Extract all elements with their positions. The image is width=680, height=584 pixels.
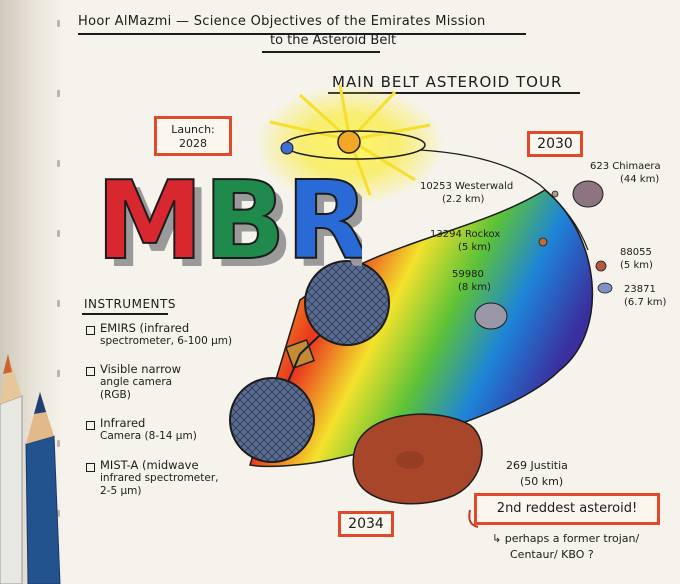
spacecraft-arm: [299, 334, 321, 355]
asteroid-westerwald: [551, 190, 559, 198]
instrument-line: EMIRS (infrared: [100, 321, 190, 335]
asteroid-name: 23871: [624, 284, 656, 295]
asteroid-label-chimaera: 623 Chimaera (44 km): [590, 160, 661, 186]
year-2034-box: 2034: [338, 511, 394, 537]
asteroid-size: (8 km): [458, 282, 491, 293]
asteroid-size: (44 km): [620, 174, 660, 185]
asteroid-size: (5 km): [620, 260, 653, 271]
justitia-note: ↳ perhaps a former trojan/ Centaur/ KBO …: [492, 531, 639, 563]
subtitle-underline: [262, 51, 380, 53]
reddest-asteroid-box: 2nd reddest asteroid!: [474, 493, 660, 525]
instrument-line: spectrometer, 6-100 μm): [100, 335, 233, 347]
logo-text: MBR: [96, 159, 362, 278]
asteroid-name: 88055: [620, 247, 652, 258]
asteroid-name: 13294 Rockox: [430, 229, 501, 240]
solar-panel-lower: [229, 377, 315, 463]
white-pencil-body: [0, 395, 23, 584]
checkbox-icon: [86, 421, 95, 430]
instrument-line: MIST-A (midwave: [100, 458, 199, 472]
year-2030-box: 2030: [527, 131, 583, 157]
binding-stitch: [57, 230, 60, 237]
asteroid-label-westerwald: 10253 Westerwald (2.2 km): [420, 180, 513, 206]
white-pencil-tip: [0, 354, 22, 404]
asteroid-rockox: [538, 237, 548, 247]
asteroid-name: 59980: [452, 269, 484, 280]
instruments-underline: [82, 313, 168, 315]
colored-pencils: [0, 354, 61, 584]
binding-stitch: [57, 370, 60, 377]
earth-icon: [280, 141, 294, 155]
instrument-item: EMIRS (infrared spectrometer, 6-100 μm): [100, 321, 232, 348]
title-underline: [78, 33, 526, 35]
tour-title: MAIN BELT ASTEROID TOUR: [332, 73, 563, 91]
binding-stitch: [57, 90, 60, 97]
binding-stitch: [57, 300, 60, 307]
instruments-heading: INSTRUMENTS: [84, 297, 176, 311]
checkbox-icon: [86, 326, 95, 335]
checkbox-icon: [86, 463, 95, 472]
trajectory-line: [419, 149, 589, 251]
mbr-logo: MBR MBR: [95, 158, 362, 278]
checkbox-icon: [86, 367, 95, 376]
justitia-crater: [396, 451, 424, 469]
launch-label: Launch:: [171, 123, 215, 136]
binding-stitch: [57, 510, 60, 517]
asteroid-label-23871: 23871 (6.7 km): [624, 283, 666, 309]
logo-shadow: MBR: [104, 167, 362, 278]
sun-icon: [337, 130, 361, 154]
note-pointer: [468, 509, 479, 528]
asteroid-23871: [597, 282, 613, 294]
binding-stitch: [57, 440, 60, 447]
instrument-item: MIST-A (midwave infrared spectrometer, 2…: [100, 458, 218, 498]
tour-title-underline: [328, 92, 580, 94]
blue-pencil-tip: [26, 392, 54, 444]
asteroid-name: 10253 Westerwald: [420, 181, 514, 192]
pencil-lead: [3, 354, 12, 374]
asteroid-size: (50 km): [520, 475, 564, 488]
asteroid-size: (2.2 km): [442, 194, 485, 205]
rainbow-trajectory: [249, 189, 594, 468]
asteroid-label-88055: 88055 (5 km): [620, 246, 653, 272]
instrument-line: (RGB): [100, 389, 131, 401]
asteroid-59980: [474, 302, 508, 330]
instrument-line: Infrared: [100, 416, 146, 430]
spacecraft-arm: [287, 353, 301, 383]
asteroid-88055: [595, 260, 607, 272]
page-subtitle: to the Asteroid Belt: [270, 33, 397, 48]
instrument-item: Infrared Camera (8-14 μm): [100, 416, 197, 443]
note-line: ↳ perhaps a former trojan/: [492, 532, 640, 545]
asteroid-size: (5 km): [458, 242, 491, 253]
note-line: Centaur/ KBO ?: [510, 548, 594, 561]
pencil-lead: [34, 392, 46, 414]
launch-box: Launch: 2028: [154, 116, 232, 156]
binding-stitch: [57, 20, 60, 27]
instrument-line: Visible narrow: [100, 362, 181, 376]
asteroid-size: (6.7 km): [624, 297, 667, 308]
asteroid-label-rockox: 13294 Rockox (5 km): [430, 228, 500, 254]
asteroid-chimaera: [572, 180, 604, 208]
blue-pencil-body: [25, 435, 61, 584]
asteroid-label-justitia: 269 Justitia (50 km): [506, 458, 568, 490]
asteroid-label-59980: 59980 (8 km): [452, 268, 491, 294]
instrument-line: infrared spectrometer,: [100, 472, 219, 484]
launch-year: 2028: [179, 137, 207, 150]
page-title: Hoor AlMazmi — Science Objectives of the…: [78, 14, 486, 29]
asteroid-name: 623 Chimaera: [590, 161, 661, 172]
instrument-line: 2-5 μm): [100, 485, 142, 497]
binding-stitch: [57, 160, 60, 167]
instrument-line: Camera (8-14 μm): [100, 430, 197, 442]
solar-panel-upper: [304, 260, 390, 346]
instrument-line: angle camera: [100, 376, 173, 388]
asteroid-name: 269 Justitia: [506, 459, 568, 472]
instrument-item: Visible narrow angle camera (RGB): [100, 362, 181, 402]
